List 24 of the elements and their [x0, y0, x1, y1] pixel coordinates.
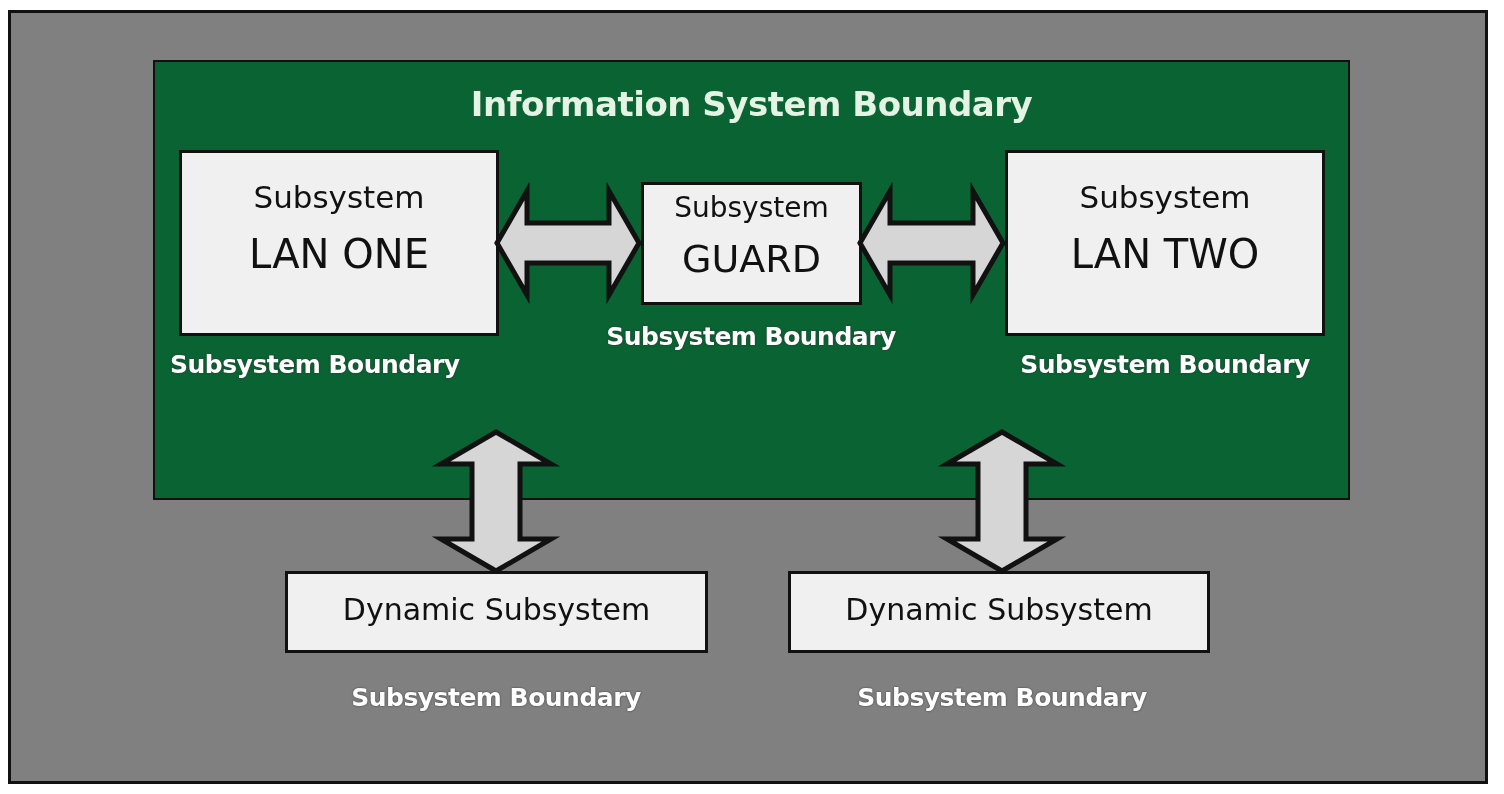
double-arrow — [937, 429, 1067, 574]
subsystem-name: Dynamic Subsystem — [341, 592, 652, 627]
subsystem-box — [179, 150, 499, 336]
boundary-label: Subsystem Boundary — [170, 350, 460, 379]
subsystem-label: Subsystem — [252, 179, 426, 215]
boundary-label: Subsystem Boundary — [857, 683, 1147, 712]
subsystem-name: LAN TWO — [1069, 231, 1261, 277]
double-arrow — [857, 181, 1006, 305]
subsystem-label: Subsystem — [1078, 179, 1252, 215]
boundary-title: Information System Boundary — [469, 84, 1034, 124]
double-arrow — [494, 181, 642, 305]
boundary-label: Subsystem Boundary — [351, 683, 641, 712]
boundary-box — [153, 60, 1350, 500]
subsystem-box — [788, 571, 1210, 653]
subsystem-box — [285, 571, 708, 653]
boundary-label: Subsystem Boundary — [1020, 350, 1310, 379]
subsystem-label: Subsystem — [673, 191, 830, 224]
subsystem-name: LAN ONE — [248, 231, 430, 277]
subsystem-box — [641, 182, 862, 305]
subsystem-name: Dynamic Subsystem — [844, 592, 1154, 627]
subsystem-box — [1005, 150, 1325, 336]
double-arrow — [431, 429, 561, 574]
boundary-label: Subsystem Boundary — [606, 322, 896, 351]
subsystem-name: GUARD — [681, 237, 822, 281]
